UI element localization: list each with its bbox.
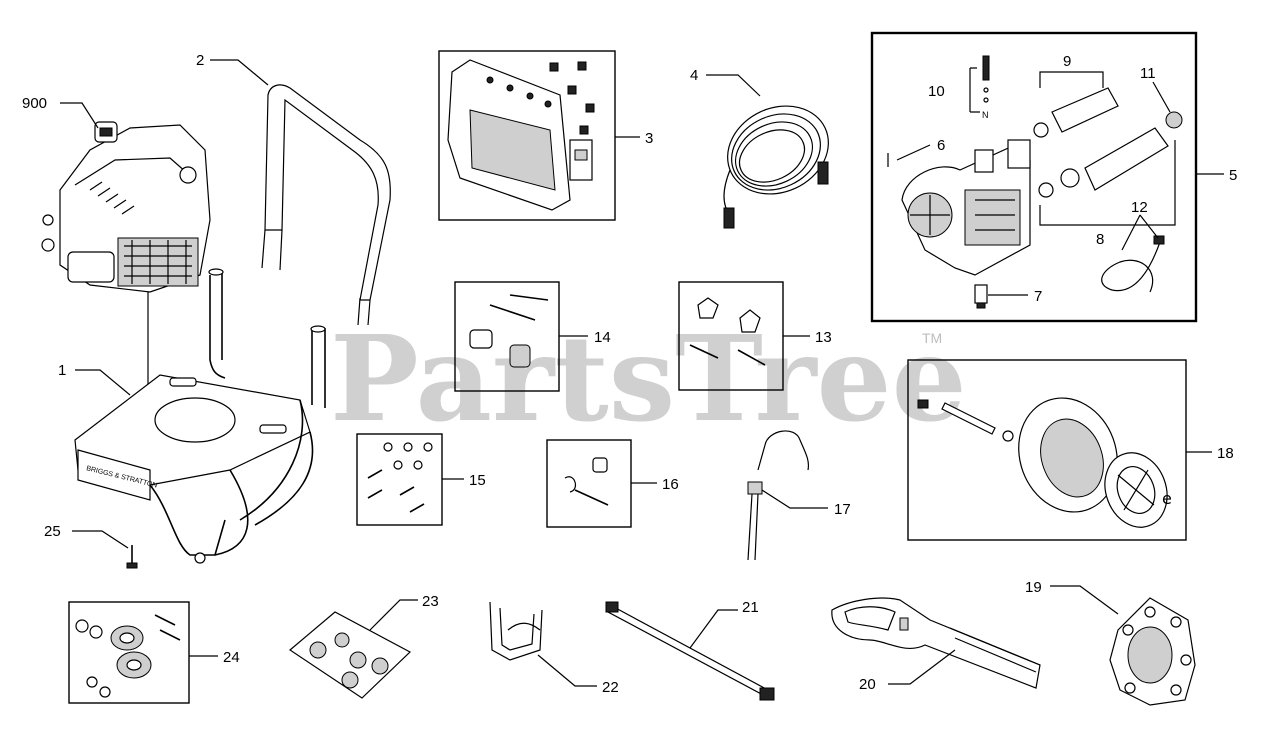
part-bearings[interactable]	[75, 614, 181, 698]
callout-16: 16	[662, 476, 679, 493]
box-hardware-16	[546, 439, 632, 528]
callout-5: 5	[1229, 167, 1237, 184]
callout-15: 15	[469, 472, 486, 489]
leader-900	[60, 102, 99, 129]
part-spray-gun[interactable]	[831, 597, 1041, 689]
part-hardware-16[interactable]	[564, 457, 609, 506]
part-engine[interactable]	[41, 121, 211, 293]
part-gun-holder[interactable]	[489, 601, 543, 661]
callout-9: 9	[1063, 53, 1071, 70]
callout-25: 25	[44, 523, 61, 540]
callout-20: 20	[859, 676, 876, 693]
part-valve-fitting[interactable]: N	[982, 55, 990, 120]
part-handle[interactable]	[261, 84, 391, 326]
part-screw[interactable]	[126, 545, 138, 569]
leader-12	[1121, 214, 1159, 251]
leader-25	[72, 530, 129, 549]
watermark-trademark: TM	[922, 330, 942, 346]
leader-22	[537, 654, 597, 687]
part-bypass-hose[interactable]	[1101, 235, 1165, 293]
part-drain-plug[interactable]	[974, 284, 988, 309]
part-cap[interactable]	[1165, 111, 1183, 129]
part-nozzles[interactable]	[289, 611, 412, 699]
leader-21	[689, 609, 738, 649]
leader-10	[969, 67, 980, 113]
leader-9	[1039, 71, 1104, 88]
callout-2: 2	[196, 52, 204, 69]
part-control-panel[interactable]	[447, 59, 595, 211]
callout-11: 11	[1140, 65, 1156, 82]
leader-19	[1050, 585, 1119, 615]
leader-20	[888, 649, 956, 685]
part-chemical-hose[interactable]	[747, 430, 810, 561]
box-wheel	[907, 359, 1187, 541]
callout-13: 13	[815, 329, 832, 346]
callout-900: 900	[22, 95, 47, 112]
part-wheel-kit[interactable]: e	[917, 384, 1177, 536]
callout-10: 10	[928, 83, 945, 100]
part-hose[interactable]	[713, 90, 843, 229]
box-panel	[438, 50, 616, 221]
callout-17: 17	[834, 501, 851, 518]
callout-12: 12	[1131, 199, 1148, 216]
callout-4: 4	[690, 67, 698, 84]
part-spray-wand[interactable]	[605, 601, 775, 701]
leader-6	[896, 144, 931, 161]
part-inlet-tube[interactable]	[1033, 87, 1119, 138]
callout-22: 22	[602, 679, 619, 696]
callout-7: 7	[1034, 288, 1042, 305]
leader-11	[1152, 81, 1171, 113]
part-hose-reel[interactable]	[1109, 597, 1196, 706]
callout-18: 18	[1217, 445, 1234, 462]
part-hardware-15[interactable]	[367, 442, 433, 513]
part-hardware-14[interactable]	[469, 294, 549, 368]
callout-21: 21	[742, 599, 759, 616]
leader-23	[369, 599, 418, 631]
part-outlet-tube[interactable]	[1038, 127, 1169, 198]
leader-4	[706, 74, 761, 97]
leader-2	[210, 59, 269, 86]
watermark-text: PartsTree	[330, 309, 967, 448]
svg-text:e: e	[1162, 489, 1172, 508]
callout-23: 23	[422, 593, 439, 610]
callout-24: 24	[223, 649, 240, 666]
callout-6: 6	[937, 137, 945, 154]
box-bearings	[68, 601, 190, 704]
leader-1	[75, 369, 131, 396]
callout-19: 19	[1025, 579, 1042, 596]
callout-3: 3	[645, 130, 653, 147]
callout-1: 1	[58, 362, 66, 379]
part-frame-base[interactable]: BRIGGS & STRATTON	[74, 268, 326, 564]
callout-14: 14	[594, 329, 611, 346]
part-hardware-13[interactable]	[689, 297, 766, 366]
callout-8: 8	[1096, 231, 1104, 248]
box-pump	[870, 31, 1198, 323]
part-pump[interactable]	[901, 139, 1031, 276]
svg-text:N: N	[982, 110, 989, 120]
leader-17	[761, 489, 828, 509]
leader-8	[1039, 140, 1176, 226]
